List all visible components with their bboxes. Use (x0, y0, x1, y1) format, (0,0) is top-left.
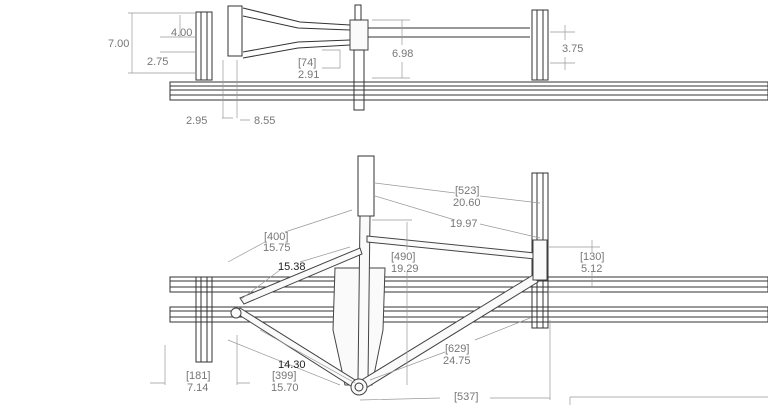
dim-top-2-91: 2.91 (298, 69, 319, 81)
dim-top-6-98: 6.98 (392, 48, 413, 60)
dim-15-38: 15.38 (278, 261, 306, 273)
right-post (531, 9, 549, 81)
dim-399: [399] (272, 370, 296, 382)
dim-7-14: 7.14 (187, 382, 208, 394)
dim-14-30: 14.30 (278, 359, 306, 371)
left-post (195, 11, 213, 81)
side-view: [523] 20.60 19.97 [400] 15.75 15.38 [490… (150, 155, 768, 405)
dim-19-29: 19.29 (391, 263, 419, 275)
dim-top-74: [74] (298, 57, 316, 69)
dim-top-4-00: 4.00 (171, 27, 192, 39)
bike-frame (230, 215, 548, 396)
dim-490: [490] (391, 251, 415, 263)
dim-130: [130] (580, 251, 604, 263)
dim-523: [523] (455, 185, 479, 197)
dim-top-2-95: 2.95 (186, 115, 207, 127)
dim-537: [537] (454, 391, 478, 403)
dim-629: [629] (445, 343, 469, 355)
dim-15-70: 15.70 (271, 382, 299, 394)
top-rail (169, 81, 768, 101)
side-dimension-lines (150, 182, 600, 401)
dim-400: [400] (264, 231, 288, 243)
dim-181: [181] (186, 370, 210, 382)
left-side-post (195, 276, 213, 363)
dim-24-75: 24.75 (443, 355, 471, 367)
dim-19-97: 19.97 (450, 218, 478, 230)
dim-20-60: 20.60 (453, 197, 481, 209)
top-view: 7.00 4.00 2.75 [74] 2.91 6.98 3.75 2.95 … (108, 4, 768, 127)
dim-top-8-55: 8.55 (254, 115, 275, 127)
dim-top-3-75: 3.75 (562, 43, 583, 55)
dim-15-75: 15.75 (263, 242, 291, 254)
seat-post (357, 155, 375, 217)
title-block (569, 396, 768, 405)
dim-top-7-00: 7.00 (108, 38, 129, 50)
top-dimension-lines (128, 12, 575, 121)
head-clamp (349, 4, 530, 111)
dim-5-12: 5.12 (581, 263, 602, 275)
dim-top-2-75: 2.75 (147, 56, 168, 68)
rear-triangle-top (227, 5, 351, 59)
